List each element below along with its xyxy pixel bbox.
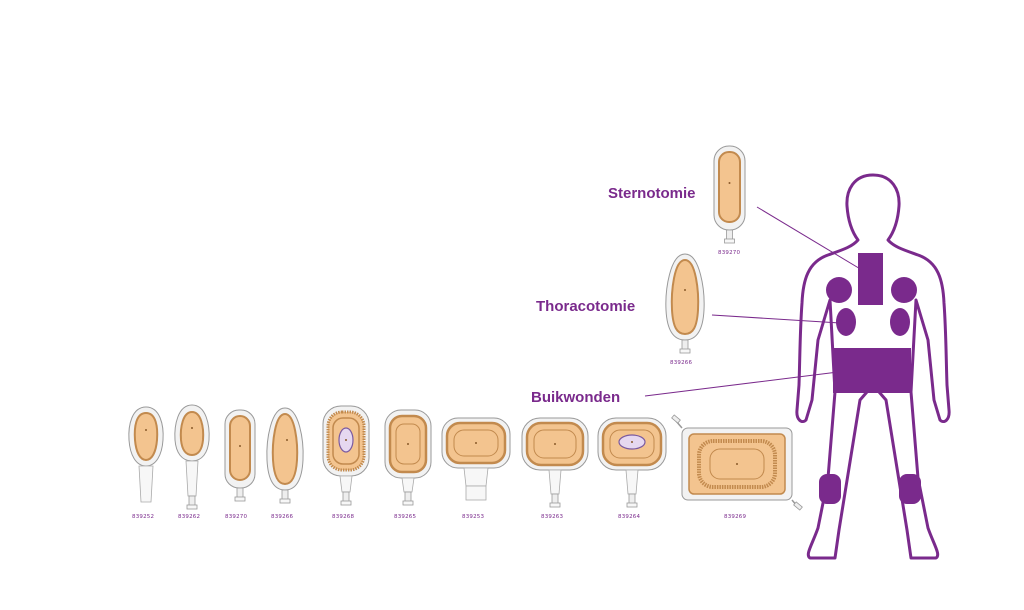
label-thoracotomy: Thoracotomie xyxy=(536,298,635,315)
code-839266: 839266 xyxy=(271,514,293,520)
product-839269: 839269 xyxy=(671,414,803,520)
code-839268: 839268 xyxy=(332,514,354,520)
callout-product-sternotomy: 839270 xyxy=(713,145,746,256)
code-839253: 839253 xyxy=(462,514,484,520)
abdominal-leader-line xyxy=(644,371,839,397)
right-chest-zone xyxy=(891,277,917,303)
product-839253: 839253 xyxy=(441,417,511,520)
abdomen-zone xyxy=(833,348,911,393)
product-839252: 839252 xyxy=(128,406,164,520)
product-839263: 839263 xyxy=(521,417,589,520)
product-839266: 839266 xyxy=(266,407,304,520)
code-839264: 839264 xyxy=(618,514,640,520)
label-abdominal: Buikwonden xyxy=(531,389,620,406)
product-839270: 839270 xyxy=(224,409,256,520)
label-sternotomy: Sternotomie xyxy=(608,185,696,202)
callout-code-sternotomy: 839270 xyxy=(718,250,740,256)
code-839270: 839270 xyxy=(225,514,247,520)
callout-code-thoracotomy: 839266 xyxy=(670,360,692,366)
left-knee-zone xyxy=(819,474,841,504)
right-flank-zone xyxy=(890,308,910,336)
product-839265: 839265 xyxy=(384,409,432,520)
callout-product-thoracotomy: 839266 xyxy=(665,253,705,366)
thoracotomy-leader-line xyxy=(711,314,841,324)
code-839263: 839263 xyxy=(541,514,563,520)
right-knee-zone xyxy=(899,474,921,504)
left-chest-zone xyxy=(826,277,852,303)
code-839269: 839269 xyxy=(724,514,746,520)
code-839252: 839252 xyxy=(132,514,154,520)
code-839265: 839265 xyxy=(394,514,416,520)
product-839262: 839262 xyxy=(174,404,210,520)
sternotomy-leader-line xyxy=(756,206,863,271)
left-flank-zone xyxy=(836,308,856,336)
product-839268: 839268 xyxy=(322,405,370,520)
sternum-zone xyxy=(858,253,883,305)
human-body-figure xyxy=(795,173,951,560)
code-839262: 839262 xyxy=(178,514,200,520)
product-839264: 839264 xyxy=(597,417,667,520)
